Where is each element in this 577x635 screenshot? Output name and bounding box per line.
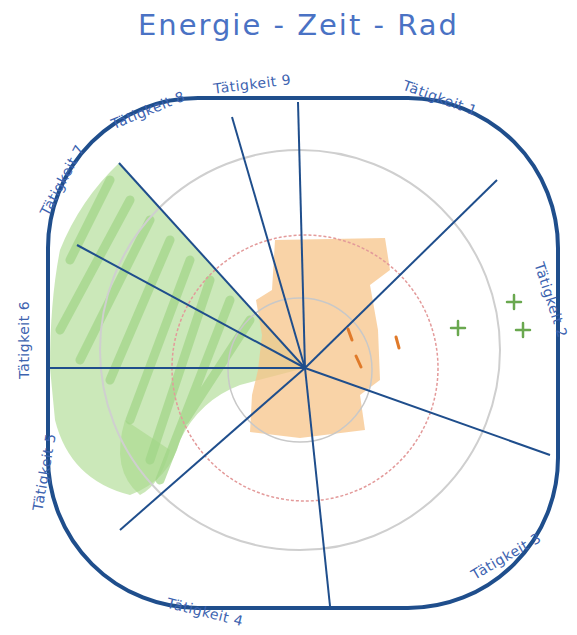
activity-label: Tätigkeit 4 — [165, 595, 245, 629]
activity-label: Tätigkeit 2 — [531, 260, 570, 339]
inner-grey-circle — [228, 298, 372, 442]
activity-label: Tätigkeit 8 — [109, 88, 188, 132]
outer-ring — [48, 98, 558, 608]
activity-label: Tätigkeit 6 — [16, 301, 32, 379]
activity-label: Tätigkeit 9 — [212, 71, 292, 96]
activity-label: Tätigkeit 7 — [37, 142, 88, 219]
activity-label: Tätigkeit 3 — [468, 530, 544, 583]
green-scribble — [60, 180, 250, 480]
minus-markers — [348, 329, 399, 367]
plus-markers — [451, 295, 530, 337]
orange-area — [250, 238, 390, 438]
spokes — [49, 102, 550, 606]
title: Energie - Zeit - Rad — [138, 8, 459, 42]
